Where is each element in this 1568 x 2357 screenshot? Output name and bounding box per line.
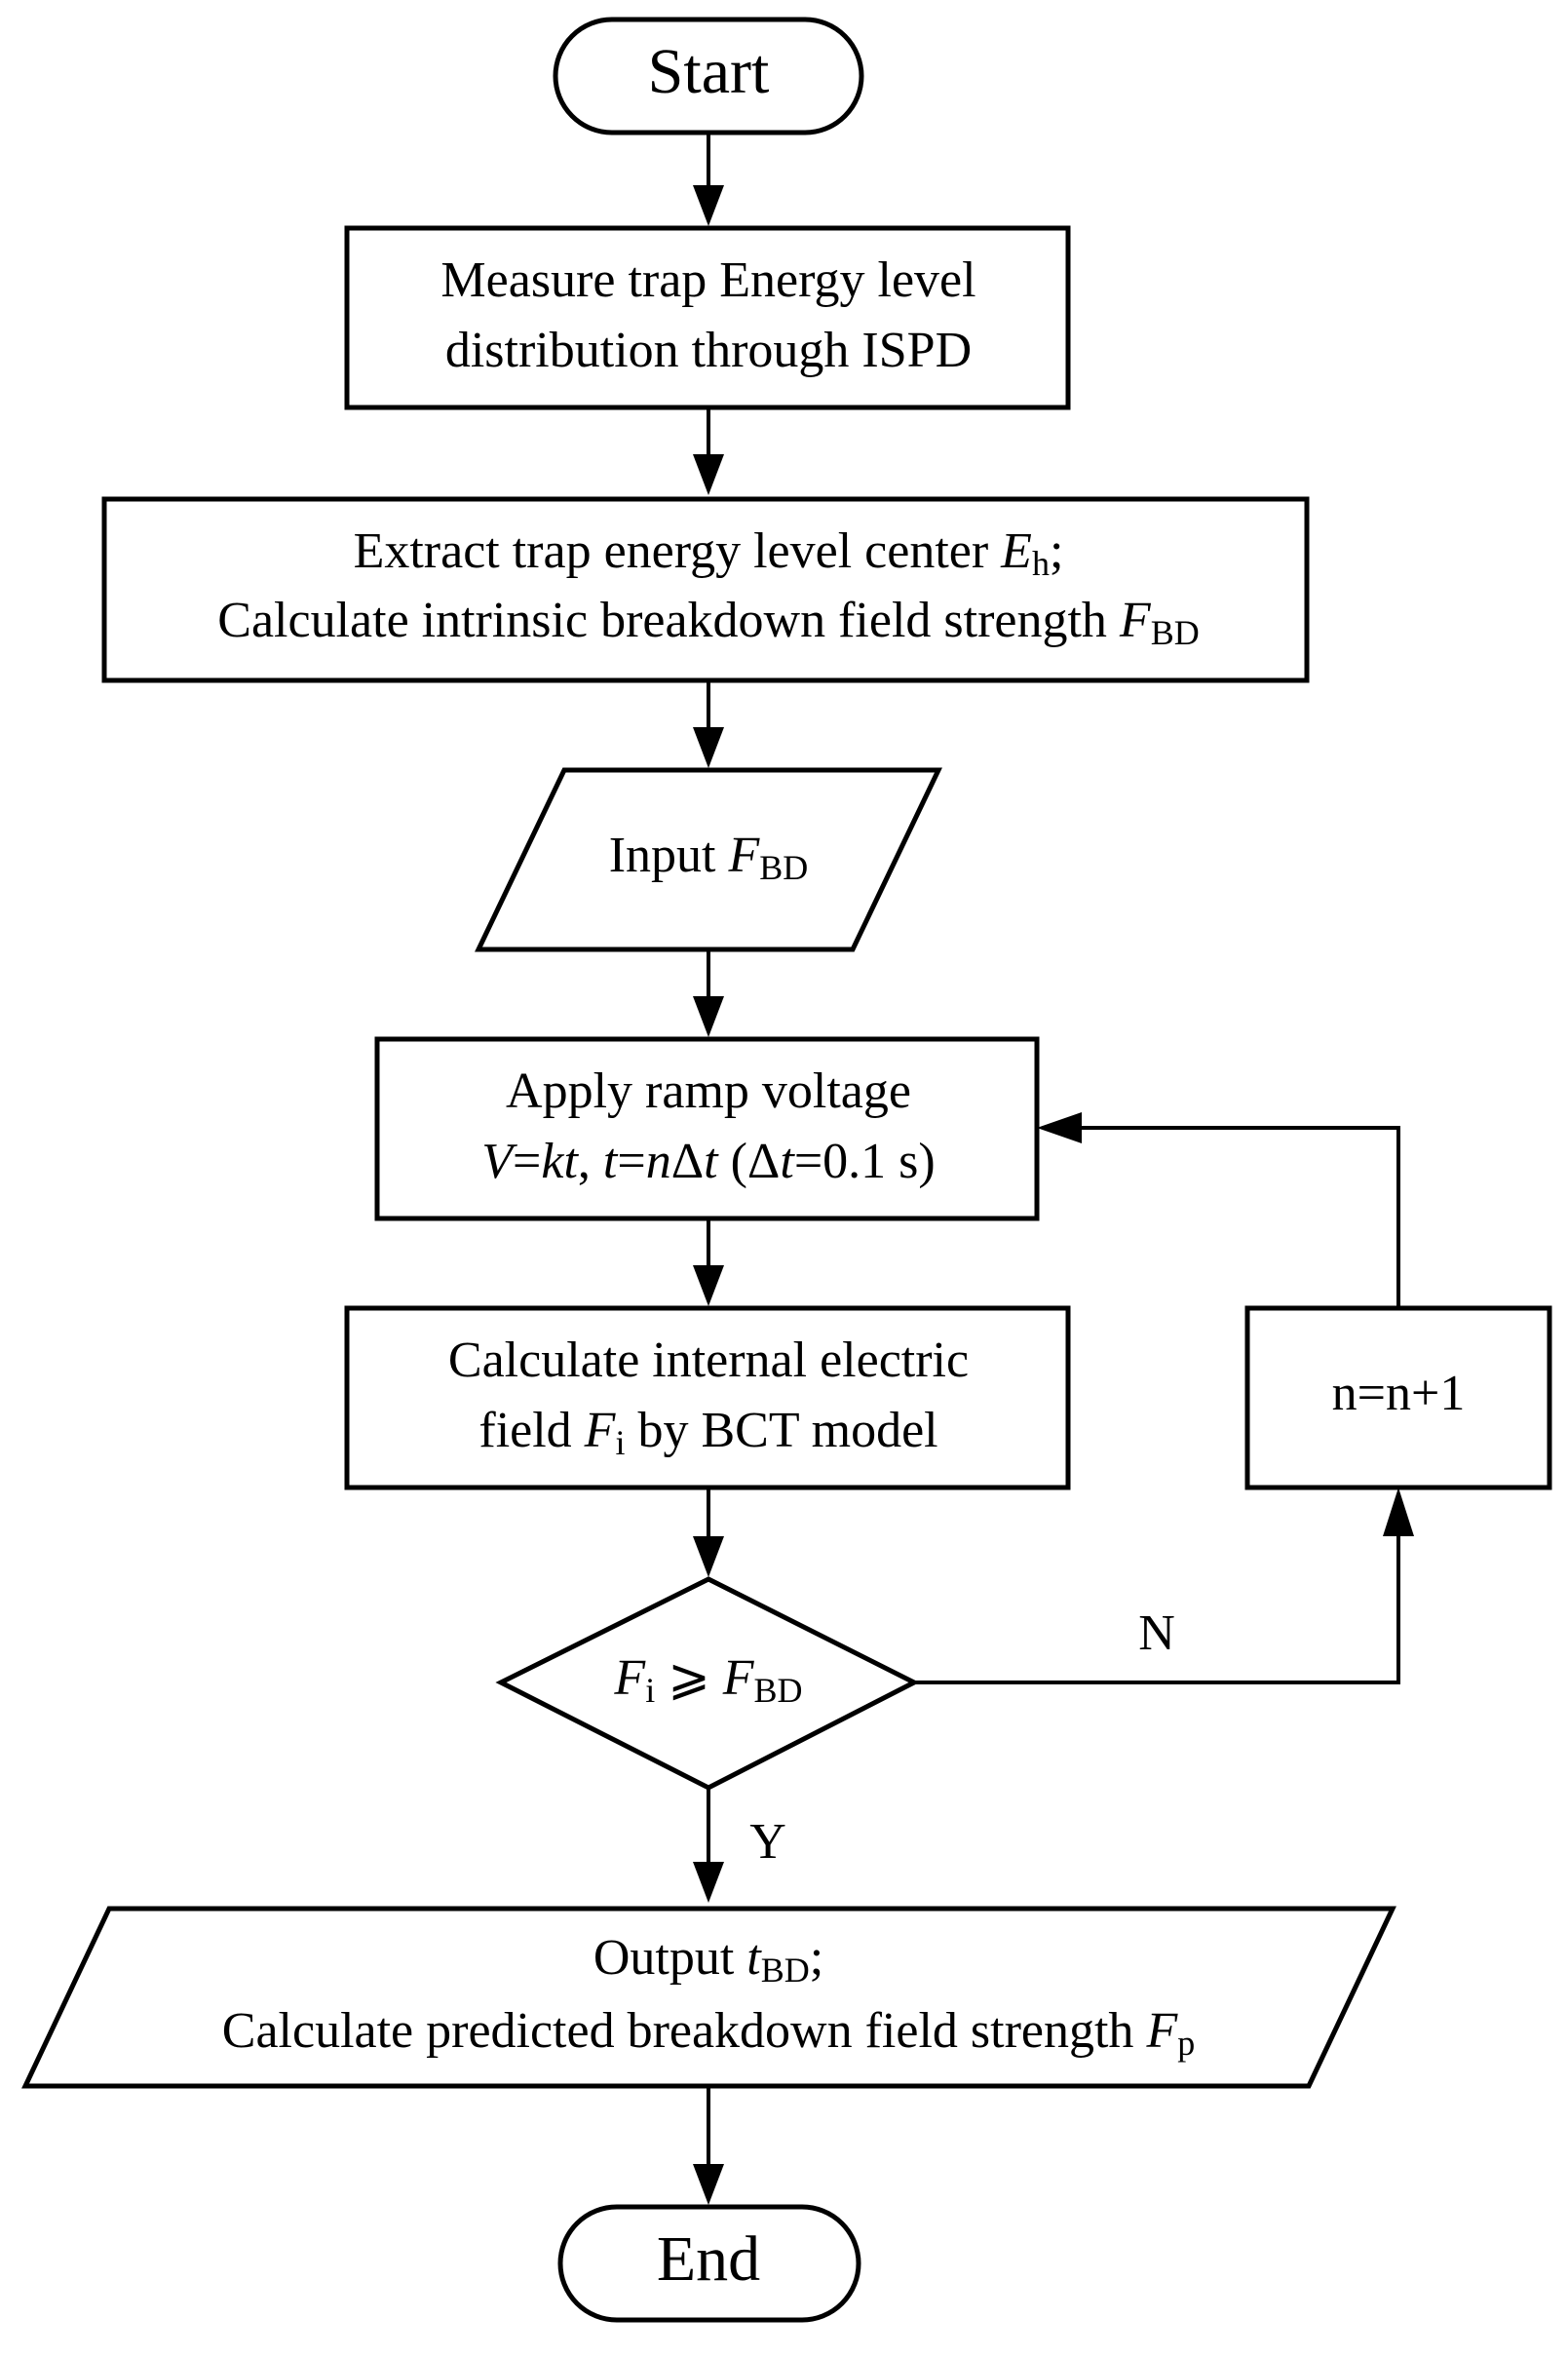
- arrowhead: [693, 1536, 724, 1577]
- arrowhead: [693, 2164, 724, 2205]
- arrowhead: [1383, 1488, 1414, 1536]
- output-line-1-end: ;: [810, 1930, 823, 1986]
- calc-field-post: by BCT model: [625, 1403, 937, 1458]
- calc-field-pre: field: [478, 1403, 584, 1458]
- calc-field-line-2: field Fi by BCT model: [478, 1403, 937, 1462]
- apply-eq1: =: [513, 1134, 541, 1189]
- apply-t3: t: [780, 1134, 795, 1189]
- apply-v: V: [481, 1134, 517, 1189]
- calc-field-var: F: [584, 1403, 617, 1458]
- arrowhead: [693, 1265, 724, 1306]
- decision-op: ⩾: [655, 1650, 723, 1706]
- calc-field-process: Calculate internal electric field Fi by …: [344, 1305, 1071, 1490]
- decision-node: Fi ⩾ FBD: [495, 1576, 920, 1791]
- decision-var-2: F: [722, 1650, 755, 1706]
- apply-line-1: Apply ramp voltage: [506, 1063, 911, 1119]
- start-label: Start: [648, 36, 770, 107]
- output-line-1: Output tBD;: [593, 1930, 823, 1990]
- arrowhead: [1037, 1112, 1082, 1143]
- apply-eq2: =: [617, 1134, 645, 1189]
- input-var: F: [727, 828, 760, 883]
- end-node: End: [557, 2204, 861, 2323]
- apply-comma: ,: [578, 1134, 603, 1189]
- input-label: Input FBD: [609, 828, 809, 887]
- measure-line-1: Measure trap Energy level: [440, 252, 975, 308]
- edge-increment-apply: [1082, 1126, 1400, 1306]
- extract-line-2-var: F: [1119, 593, 1152, 648]
- apply-n: n: [646, 1134, 671, 1189]
- extract-line-1-var: E: [1000, 523, 1032, 579]
- extract-line-1-text: Extract trap energy level center: [354, 523, 1002, 579]
- edge-decision-increment: [914, 1536, 1400, 1684]
- extract-line-2-sub: BD: [1151, 613, 1200, 652]
- input-sub: BD: [759, 848, 808, 887]
- output-line-1-text: Output: [593, 1930, 746, 1986]
- output-line-1-sub: BD: [761, 1951, 810, 1990]
- decision-sub-2: BD: [754, 1671, 803, 1710]
- arrowhead: [693, 996, 724, 1037]
- extract-line-1: Extract trap energy level center Eh;: [354, 523, 1064, 583]
- output-line-2-text: Calculate predicted breakdown field stre…: [222, 2003, 1147, 2059]
- apply-t1: t: [603, 1134, 619, 1189]
- arrowhead: [693, 185, 724, 226]
- measure-line-2: distribution through ISPD: [445, 323, 972, 378]
- edge-label-no: N: [1138, 1605, 1175, 1661]
- apply-paren: (Δ: [718, 1134, 781, 1189]
- output-data: Output tBD; Calculate predicted breakdow…: [21, 1906, 1396, 2089]
- increment-label: n=n+1: [1332, 1366, 1466, 1421]
- edge-label-yes: Y: [749, 1814, 786, 1870]
- apply-kt: kt: [541, 1134, 579, 1189]
- arrowhead: [693, 1862, 724, 1903]
- extract-line-2-text: Calculate intrinsic breakdown field stre…: [217, 593, 1120, 648]
- output-line-2: Calculate predicted breakdown field stre…: [222, 2003, 1195, 2063]
- connectors: [693, 133, 1414, 2205]
- calc-field-sub: i: [615, 1423, 625, 1462]
- start-node: Start: [553, 17, 864, 135]
- arrowhead: [693, 727, 724, 768]
- extract-line-1-end: ;: [1050, 523, 1063, 579]
- output-line-2-var: F: [1145, 2003, 1178, 2059]
- decision-label: Fi ⩾ FBD: [613, 1650, 802, 1710]
- apply-t2: t: [704, 1134, 719, 1189]
- decision-var-1: F: [613, 1650, 646, 1706]
- measure-process: Measure trap Energy level distribution t…: [344, 225, 1071, 410]
- input-data: Input FBD: [475, 767, 942, 952]
- extract-line-1-sub: h: [1032, 544, 1050, 583]
- increment-process: n=n+1: [1244, 1305, 1552, 1490]
- output-line-1-var: t: [746, 1930, 762, 1986]
- extract-line-2: Calculate intrinsic breakdown field stre…: [217, 593, 1199, 652]
- extract-process: Extract trap energy level center Eh; Cal…: [101, 496, 1310, 683]
- output-line-2-sub: p: [1177, 2024, 1195, 2063]
- apply-process: Apply ramp voltage V=kt, t=nΔt (Δt=0.1 s…: [374, 1036, 1040, 1221]
- calc-field-line-1: Calculate internal electric: [448, 1333, 969, 1388]
- apply-delta: Δ: [671, 1134, 704, 1189]
- apply-line-2: V=kt, t=nΔt (Δt=0.1 s): [481, 1134, 935, 1189]
- input-text: Input: [609, 828, 729, 883]
- end-label: End: [657, 2223, 760, 2295]
- apply-rest: =0.1 s): [794, 1134, 936, 1189]
- arrowhead: [693, 454, 724, 495]
- decision-sub-1: i: [645, 1671, 655, 1710]
